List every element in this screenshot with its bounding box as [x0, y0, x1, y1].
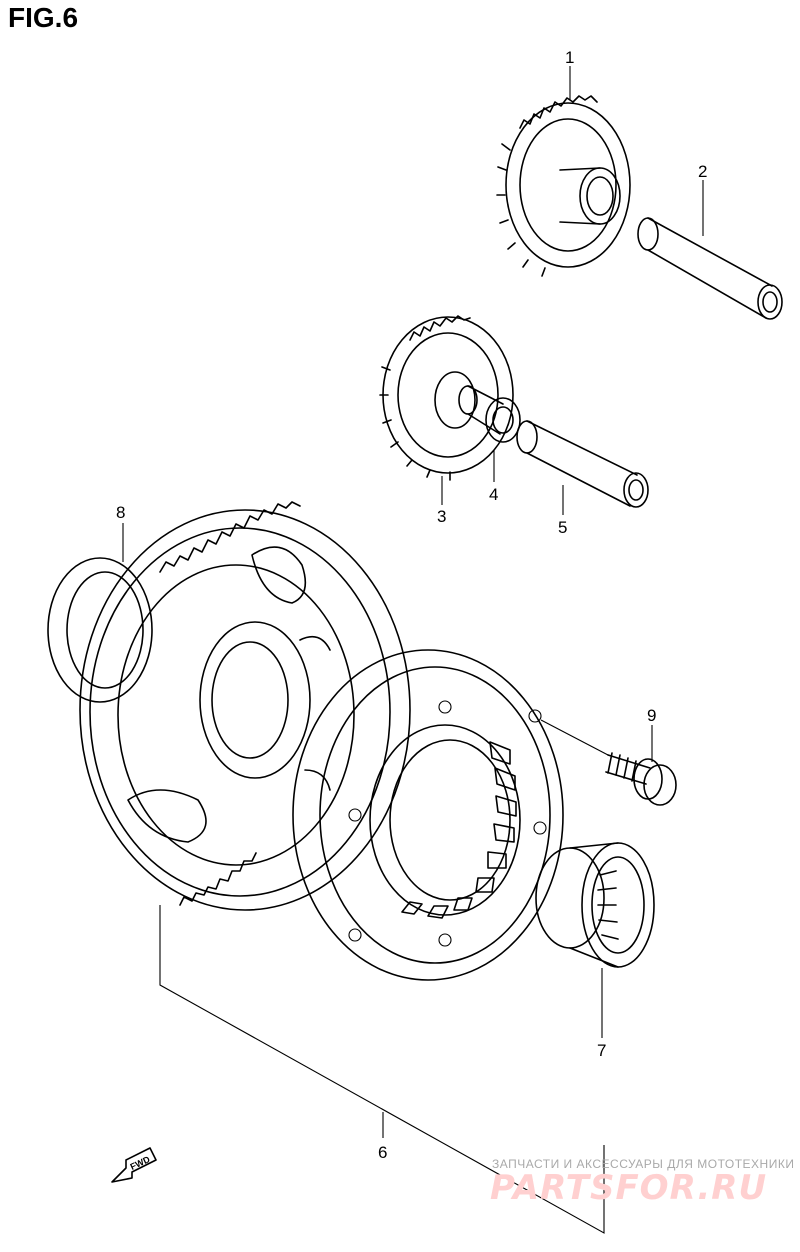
- leader-lines: [122, 66, 704, 1234]
- part-3-gear: [379, 315, 514, 481]
- part-1-idler-gear: [496, 95, 631, 277]
- callout-3: 3: [437, 507, 446, 526]
- fwd-arrow-icon: FWD: [111, 1147, 157, 1183]
- part-6-clutch-housing: [292, 649, 564, 981]
- callout-1: 1: [565, 48, 574, 67]
- callout-5: 5: [558, 518, 567, 537]
- part-6-driven-gear: [79, 501, 411, 911]
- callout-4: 4: [489, 485, 498, 504]
- figure-title: FIG.6: [8, 2, 79, 33]
- callout-6: 6: [378, 1143, 387, 1162]
- part-5-shaft: [516, 420, 649, 508]
- part-2-shaft: [637, 217, 783, 320]
- callout-2: 2: [698, 162, 707, 181]
- callout-9: 9: [647, 706, 656, 725]
- part-7-bearing: [535, 842, 655, 968]
- callout-8: 8: [116, 503, 125, 522]
- watermark-logo: PARTSFOR.RU: [490, 1168, 768, 1208]
- watermark-caption: ЗАПЧАСТИ И АКСЕССУАРЫ ДЛЯ МОТОТЕХНИКИ: [492, 1157, 795, 1171]
- callout-7: 7: [597, 1041, 606, 1060]
- part-8-washer: [47, 557, 153, 703]
- part-9-bolt: [605, 752, 677, 806]
- part-4-bushing: [458, 385, 521, 443]
